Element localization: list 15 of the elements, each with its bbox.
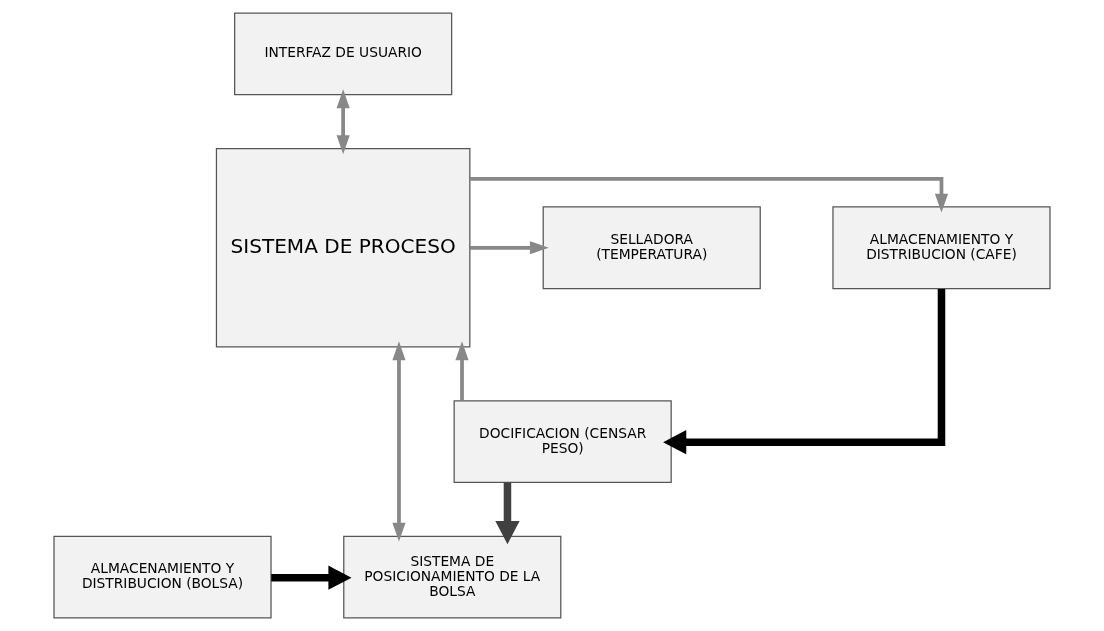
node-box: DOCIFICACION (CENSAR PESO)	[453, 400, 672, 483]
arrow	[470, 176, 949, 213]
arrow	[392, 341, 406, 542]
node-box: SELLADORA (TEMPERATURA)	[542, 206, 761, 290]
arrow	[495, 482, 520, 545]
arrow	[455, 341, 469, 401]
arrow	[470, 241, 549, 255]
arrow	[663, 289, 946, 455]
arrow	[271, 565, 352, 590]
node-box: SISTEMA DE PROCESO	[215, 148, 471, 348]
node-box: ALMACENAMIENTO Y DISTRIBUCION (BOLSA)	[53, 535, 272, 619]
node-box: ALMACENAMIENTO Y DISTRIBUCION (CAFE)	[832, 206, 1051, 290]
arrow	[336, 89, 350, 155]
node-box: SISTEMA DE POSICIONAMIENTO DE LA BOLSA	[343, 535, 562, 619]
node-box: INTERFAZ DE USUARIO	[234, 12, 453, 96]
